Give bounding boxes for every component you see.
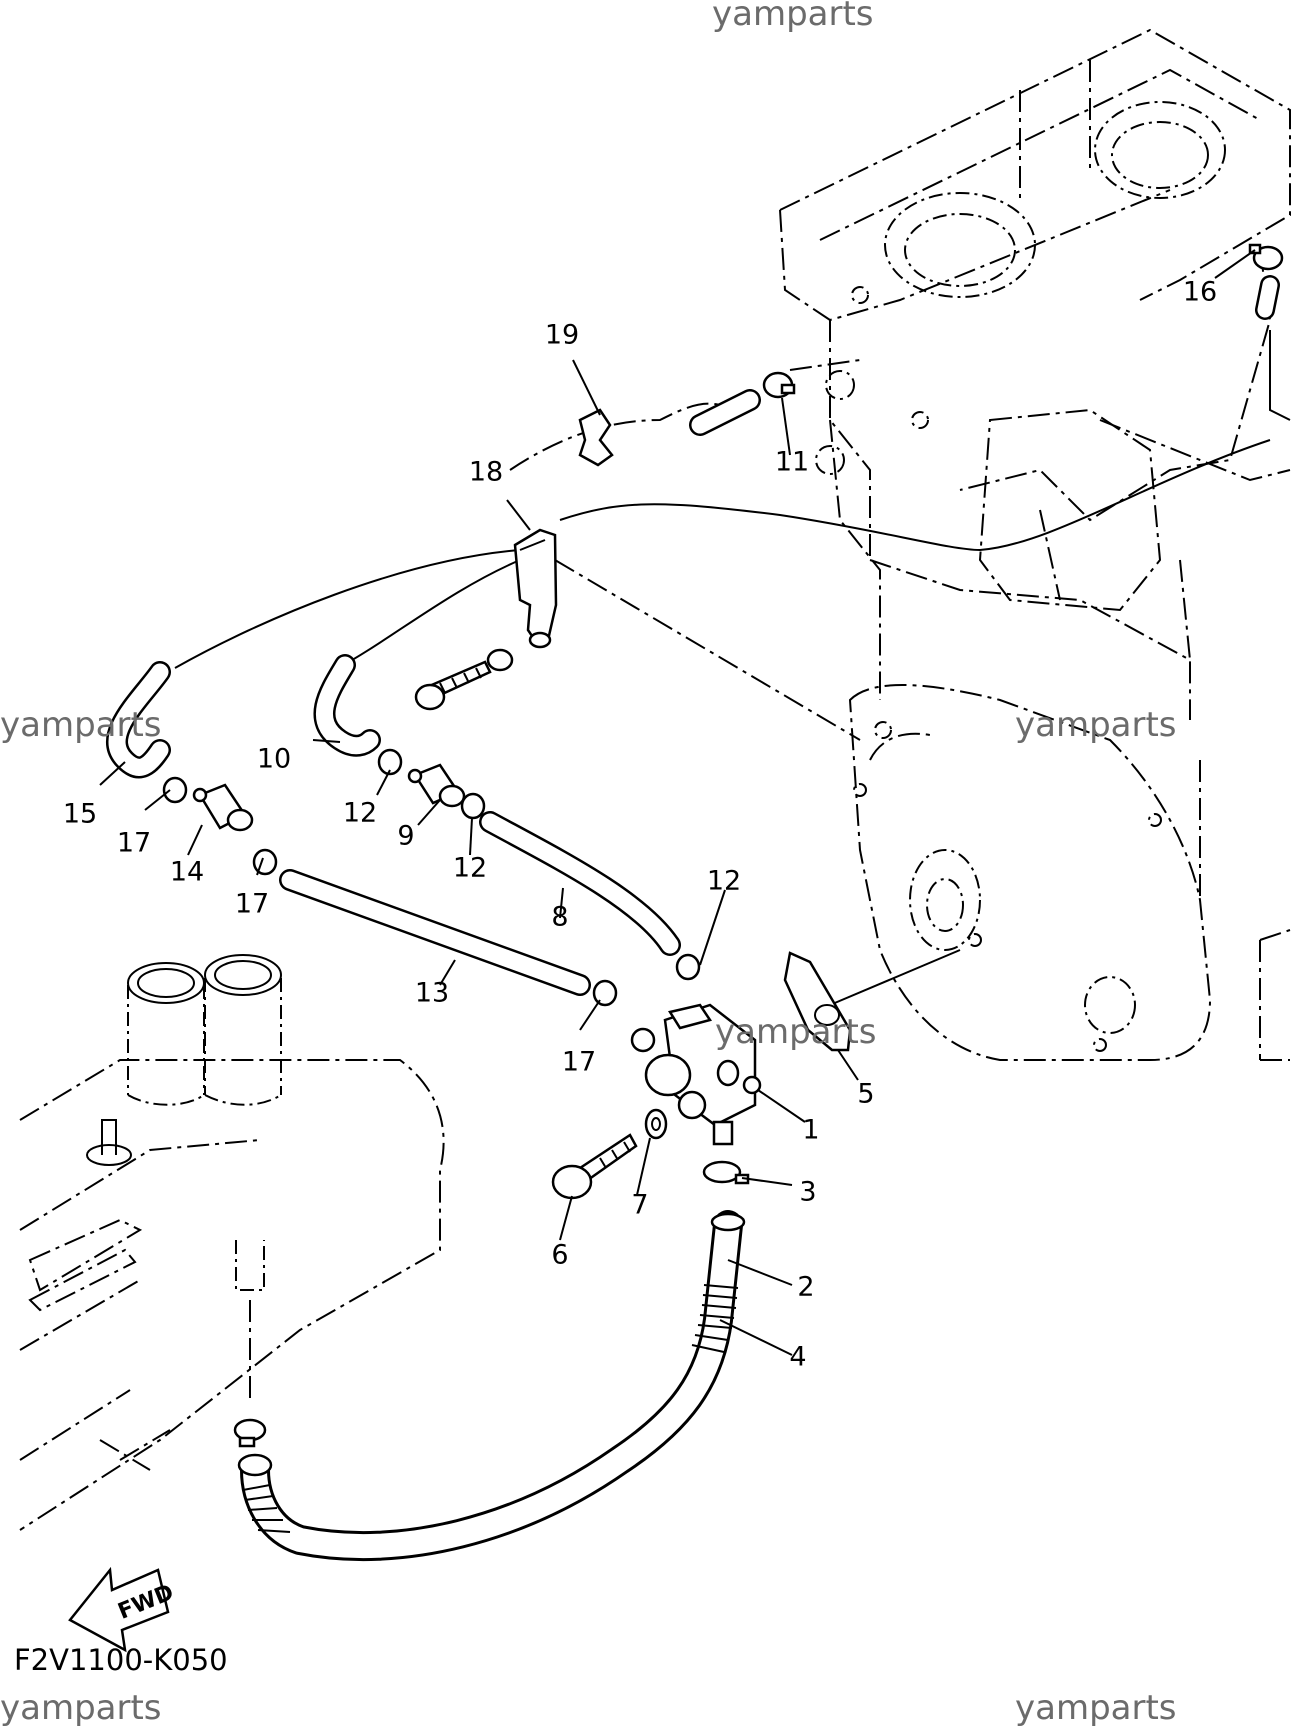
joint-14 [192, 783, 254, 832]
fuel-tank-outline [19, 954, 445, 1531]
hose-15 [106, 661, 171, 779]
callout-19: 19 [544, 319, 580, 351]
watermark-bottom-right: yamparts [1015, 1688, 1177, 1728]
callout-12-b: 12 [452, 852, 488, 884]
callout-11: 11 [774, 446, 810, 478]
clamp-17-a [162, 776, 188, 804]
callout-15: 15 [62, 798, 98, 830]
watermark-top: yamparts [712, 0, 874, 34]
clamp-11 [762, 371, 796, 399]
fwd-arrow-icon: FWD [68, 1566, 177, 1653]
callout-12-a: 12 [342, 797, 378, 829]
diagram-code: F2V1100-K050 [14, 1643, 228, 1677]
joint-9 [407, 763, 466, 808]
gasket-5 [783, 951, 852, 1052]
bolt-6 [551, 1133, 638, 1200]
callout-17-a: 17 [116, 827, 152, 859]
callout-5: 5 [857, 1078, 875, 1110]
clamp-16 [1248, 243, 1284, 271]
hose-8 [479, 811, 681, 956]
callout-13: 13 [414, 977, 450, 1009]
hose-13 [279, 869, 591, 996]
callout-17-b: 17 [234, 888, 270, 920]
callout-14: 14 [169, 856, 205, 888]
callout-1: 1 [802, 1114, 820, 1146]
bolt-mount [414, 648, 514, 711]
washer-7 [644, 1108, 668, 1140]
flywheel-cover-outline [848, 684, 1291, 1061]
engine-block-outline [779, 28, 1291, 720]
clamp-17-b [252, 848, 278, 876]
callout-7: 7 [631, 1189, 649, 1221]
bracket-18 [513, 528, 558, 649]
callout-12-c: 12 [706, 865, 742, 897]
watermark-right: yamparts [1015, 705, 1177, 745]
hose-16 [1255, 275, 1280, 320]
callout-8: 8 [551, 901, 569, 933]
callout-16: 16 [1182, 276, 1218, 308]
callout-4: 4 [789, 1341, 807, 1373]
leader-lines [99, 249, 1256, 1356]
watermark-center: yamparts [715, 1012, 877, 1052]
clamp-17-c [592, 979, 618, 1007]
callout-18: 18 [468, 456, 504, 488]
hose-to-carb [689, 389, 761, 436]
hose-routing-lines [174, 330, 1291, 1006]
clamp-3 [702, 1160, 750, 1185]
callout-9: 9 [397, 820, 415, 852]
callout-6: 6 [551, 1239, 569, 1271]
watermark-left: yamparts [0, 705, 162, 745]
watermark-bottom-left: yamparts [0, 1688, 162, 1728]
hose-2 [237, 1210, 746, 1562]
callout-10: 10 [256, 743, 292, 775]
clamp-tank [233, 1418, 267, 1448]
fuel-cock-1 [630, 1003, 762, 1146]
callout-3: 3 [799, 1176, 817, 1208]
callout-2: 2 [797, 1271, 815, 1303]
clamp-12-a [377, 748, 403, 776]
hose-10 [313, 654, 381, 757]
clamp-12-b [460, 792, 486, 820]
clamp-12-c [675, 953, 701, 981]
callout-17-c: 17 [561, 1046, 597, 1078]
clip-19 [578, 408, 614, 467]
